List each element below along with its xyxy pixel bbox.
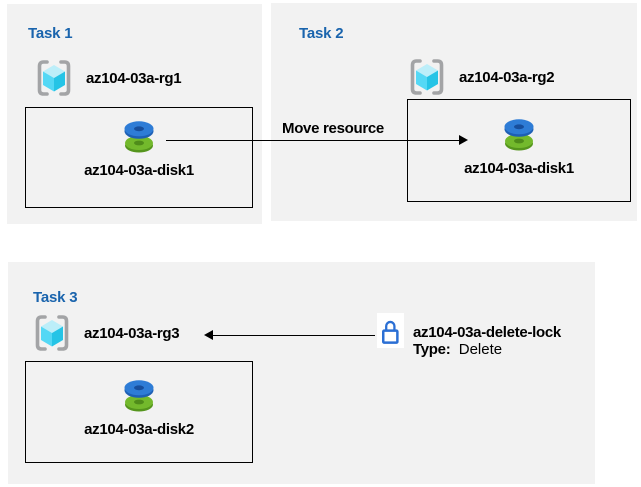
disk-name: az104-03a-disk1 xyxy=(84,162,194,179)
lock-caption: az104-03a-delete-lock Type: Delete xyxy=(413,324,561,358)
resource-group-name: az104-03a-rg1 xyxy=(86,69,182,87)
task3-panel: Task 3 az104-03a-rg3 az104-03a-disk2 xyxy=(8,262,595,484)
lock-badge xyxy=(377,313,404,348)
task3-title: Task 3 xyxy=(33,289,78,307)
task3-resource-group: az104-03a-rg3 xyxy=(33,313,180,353)
lock-name: az104-03a-delete-lock xyxy=(413,324,561,341)
move-resource-label: Move resource xyxy=(282,120,384,137)
lock-icon xyxy=(382,320,399,344)
task2-title: Task 2 xyxy=(299,25,344,43)
task1-disk-box: az104-03a-disk1 xyxy=(25,107,253,208)
task1-title: Task 1 xyxy=(28,25,73,43)
resource-group-icon xyxy=(37,60,71,96)
lock-arrow-head xyxy=(204,330,213,340)
disk-name: az104-03a-disk1 xyxy=(464,160,574,177)
lock-type-label: Type: xyxy=(413,341,451,358)
disk-icon xyxy=(504,119,534,151)
task2-disk-box: az104-03a-disk1 xyxy=(407,99,631,202)
task2-resource-group: az104-03a-rg2 xyxy=(408,57,555,97)
disk-icon xyxy=(124,121,154,153)
resource-group-name: az104-03a-rg2 xyxy=(459,68,555,86)
lock-type-line: Type: Delete xyxy=(413,341,561,358)
task2-panel: Task 2 az104-03a-rg2 az104-03a-disk1 xyxy=(271,3,637,221)
move-arrow-line xyxy=(166,140,459,141)
resource-group-icon xyxy=(410,59,444,95)
move-arrow-head xyxy=(459,135,468,145)
task1-resource-group: az104-03a-rg1 xyxy=(35,58,182,98)
resource-group-icon xyxy=(35,315,69,351)
disk-icon xyxy=(124,380,154,412)
disk-name: az104-03a-disk2 xyxy=(84,421,194,438)
lock-arrow-line xyxy=(213,335,375,336)
task1-panel: Task 1 az104-03a-rg1 az104-03a-disk1 xyxy=(7,4,262,224)
task3-disk-box: az104-03a-disk2 xyxy=(25,361,253,463)
resource-group-name: az104-03a-rg3 xyxy=(84,324,180,342)
lock-type-value-text: Delete xyxy=(458,341,503,358)
